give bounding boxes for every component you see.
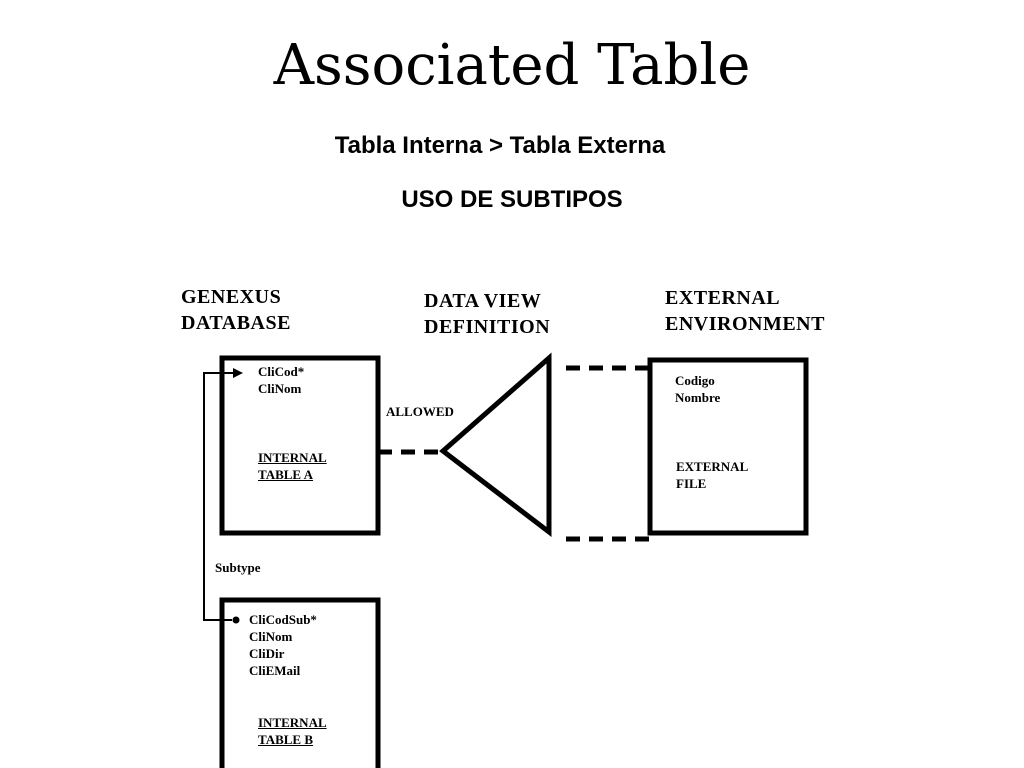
heading-line: DATA VIEW — [424, 290, 542, 312]
field-name: CliCod* — [258, 364, 305, 379]
table-b-fields: CliCodSub* CliNom CliDir CliEMail — [249, 611, 317, 679]
page-title: Associated Table — [273, 33, 751, 98]
field-name: CliDir — [249, 646, 285, 661]
external-file-fields: Codigo Nombre — [675, 372, 720, 406]
label-line: INTERNAL — [258, 715, 327, 730]
heading-line: DEFINITION — [424, 316, 551, 338]
field-name: CliNom — [258, 381, 302, 396]
subtitle-subtypes: USO DE SUBTIPOS — [401, 186, 623, 213]
subtype-label: Subtype — [215, 560, 261, 575]
arrowhead-icon — [233, 368, 243, 378]
subtype-connector-line — [203, 372, 236, 621]
field-name: Codigo — [675, 373, 715, 388]
external-file-box — [647, 357, 809, 536]
label-line: FILE — [676, 476, 707, 491]
field-name: CliEMail — [249, 663, 301, 678]
genexus-database-heading: GENEXUS DATABASE — [181, 284, 291, 336]
subtitle: Tabla Interna > Tabla Externa — [334, 132, 666, 159]
external-file-label: EXTERNAL FILE — [676, 458, 748, 492]
field-name: Nombre — [675, 390, 721, 405]
internal-table-a-box — [219, 355, 381, 536]
data-view-triangle — [439, 352, 552, 538]
field-name: CliCodSub* — [249, 612, 317, 627]
data-view-definition-heading: DATA VIEW DEFINITION — [424, 288, 550, 340]
heading-line: EXTERNAL — [665, 287, 781, 309]
label-line: INTERNAL — [258, 450, 327, 465]
heading-line: DATABASE — [181, 312, 291, 334]
label-line: EXTERNAL — [676, 459, 749, 474]
internal-table-b-label: INTERNAL TABLE B — [258, 714, 327, 748]
label-line: TABLE B — [258, 732, 314, 747]
connector-dot-icon — [232, 616, 240, 624]
heading-line: ENVIRONMENT — [665, 313, 825, 335]
internal-table-b-box — [219, 597, 381, 768]
external-environment-heading: EXTERNAL ENVIRONMENT — [665, 285, 825, 337]
field-name: CliNom — [249, 629, 293, 644]
internal-table-a-label: INTERNAL TABLE A — [258, 449, 327, 483]
table-a-fields: CliCod* CliNom — [258, 363, 304, 397]
heading-line: GENEXUS — [181, 286, 282, 308]
allowed-label: ALLOWED — [386, 404, 454, 419]
label-line: TABLE A — [258, 467, 314, 482]
